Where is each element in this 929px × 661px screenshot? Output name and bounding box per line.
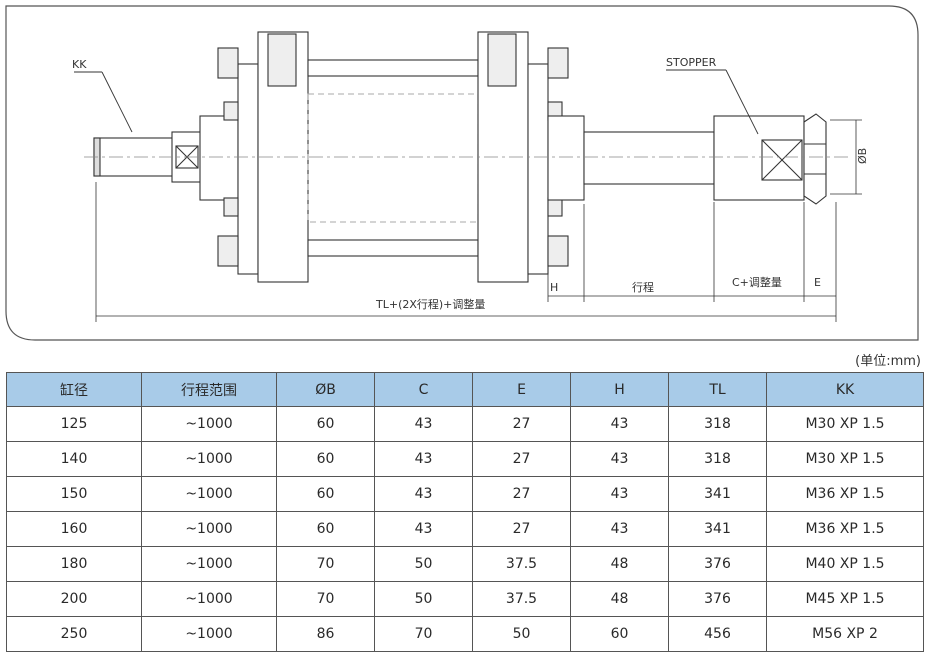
stopper-hex-nut bbox=[803, 113, 827, 205]
table-row: 200 ~1000 70 50 37.5 48 376 M45 XP 1.5 bbox=[6, 581, 924, 617]
cell: 70 bbox=[276, 581, 375, 617]
cell: 43 bbox=[374, 476, 473, 512]
cell: 125 bbox=[6, 406, 142, 442]
cell: 86 bbox=[276, 616, 375, 652]
table-row: 160 ~1000 60 43 27 43 341 M36 XP 1.5 bbox=[6, 511, 924, 547]
cell: 376 bbox=[668, 546, 767, 582]
cell: ~1000 bbox=[141, 616, 277, 652]
header-stroke-range: 行程范围 bbox=[141, 372, 277, 407]
cell: 37.5 bbox=[472, 581, 571, 617]
cell: 341 bbox=[668, 511, 767, 547]
cell: ~1000 bbox=[141, 546, 277, 582]
cell: 376 bbox=[668, 581, 767, 617]
table-header-row: 缸径 行程范围 ØB C E H TL KK bbox=[6, 372, 924, 407]
tie-rod-bottom bbox=[307, 239, 479, 257]
cell: ~1000 bbox=[141, 511, 277, 547]
cell: 70 bbox=[374, 616, 473, 652]
tie-rod-top bbox=[307, 59, 479, 77]
cell: 60 bbox=[570, 616, 669, 652]
cell: 70 bbox=[276, 546, 375, 582]
label-stopper: STOPPER bbox=[666, 56, 717, 69]
dim-stroke: 行程 bbox=[632, 281, 654, 294]
header-e: E bbox=[472, 372, 571, 407]
cell: 37.5 bbox=[472, 546, 571, 582]
cell: ~1000 bbox=[141, 441, 277, 477]
table-row: 150 ~1000 60 43 27 43 341 M36 XP 1.5 bbox=[6, 476, 924, 512]
header-bore: 缸径 bbox=[6, 372, 142, 407]
header-kk: KK bbox=[766, 372, 924, 407]
spec-table: 缸径 行程范围 ØB C E H TL KK 125 ~1000 60 43 2… bbox=[6, 372, 924, 652]
cell: M45 XP 1.5 bbox=[766, 581, 924, 617]
dim-h: H bbox=[550, 281, 558, 294]
stopper-rod bbox=[583, 131, 715, 185]
cell: 50 bbox=[374, 581, 473, 617]
cell: 43 bbox=[374, 441, 473, 477]
cell: 60 bbox=[276, 441, 375, 477]
dim-e: E bbox=[814, 276, 821, 289]
cell: ~1000 bbox=[141, 406, 277, 442]
cell: 43 bbox=[570, 441, 669, 477]
cell: 180 bbox=[6, 546, 142, 582]
cell: M30 XP 1.5 bbox=[766, 441, 924, 477]
table-row: 250 ~1000 86 70 50 60 456 M56 XP 2 bbox=[6, 616, 924, 652]
cell: M56 XP 2 bbox=[766, 616, 924, 652]
header-h: H bbox=[570, 372, 669, 407]
cell: 27 bbox=[472, 511, 571, 547]
cell: 27 bbox=[472, 406, 571, 442]
cell: 27 bbox=[472, 441, 571, 477]
rear-cover bbox=[547, 115, 585, 201]
cell: ~1000 bbox=[141, 476, 277, 512]
cell: 200 bbox=[6, 581, 142, 617]
dim-total: TL+(2X行程)+调整量 bbox=[375, 297, 485, 311]
cell: M36 XP 1.5 bbox=[766, 511, 924, 547]
cell: 27 bbox=[472, 476, 571, 512]
cell: M30 XP 1.5 bbox=[766, 406, 924, 442]
cell: M40 XP 1.5 bbox=[766, 546, 924, 582]
cell: 43 bbox=[374, 511, 473, 547]
label-kk: KK bbox=[72, 58, 87, 71]
cell: 43 bbox=[570, 406, 669, 442]
front-cover bbox=[199, 115, 239, 201]
cell: 60 bbox=[276, 476, 375, 512]
dim-c: C+调整量 bbox=[732, 275, 782, 289]
header-tl: TL bbox=[668, 372, 767, 407]
cell: 48 bbox=[570, 581, 669, 617]
cell: 60 bbox=[276, 511, 375, 547]
table-row: 125 ~1000 60 43 27 43 318 M30 XP 1.5 bbox=[6, 406, 924, 442]
cell: 341 bbox=[668, 476, 767, 512]
technical-drawing: KK STOPPER ØB H 行程 C+调整量 E TL+(2X行程)+调整量 bbox=[4, 4, 920, 342]
cell: 318 bbox=[668, 441, 767, 477]
cell: 50 bbox=[472, 616, 571, 652]
cell: 43 bbox=[570, 511, 669, 547]
drawing-border bbox=[5, 5, 919, 341]
cell: 250 bbox=[6, 616, 142, 652]
unit-note: (单位:mm) bbox=[855, 354, 921, 369]
cell: 50 bbox=[374, 546, 473, 582]
table-row: 180 ~1000 70 50 37.5 48 376 M40 XP 1.5 bbox=[6, 546, 924, 582]
cell: 160 bbox=[6, 511, 142, 547]
cell: 48 bbox=[570, 546, 669, 582]
cell: 456 bbox=[668, 616, 767, 652]
cell: ~1000 bbox=[141, 581, 277, 617]
cell: 140 bbox=[6, 441, 142, 477]
header-diam-b: ØB bbox=[276, 372, 375, 407]
label-diam-b: ØB bbox=[856, 148, 869, 164]
cell: 43 bbox=[570, 476, 669, 512]
cell: M36 XP 1.5 bbox=[766, 476, 924, 512]
cell: 150 bbox=[6, 476, 142, 512]
table-row: 140 ~1000 60 43 27 43 318 M30 XP 1.5 bbox=[6, 441, 924, 477]
cell: 43 bbox=[374, 406, 473, 442]
cell: 318 bbox=[668, 406, 767, 442]
cell: 60 bbox=[276, 406, 375, 442]
header-c: C bbox=[374, 372, 473, 407]
cylinder-drawing-svg: KK STOPPER ØB H 行程 C+调整量 E TL+(2X行程)+调整量 bbox=[5, 5, 919, 341]
